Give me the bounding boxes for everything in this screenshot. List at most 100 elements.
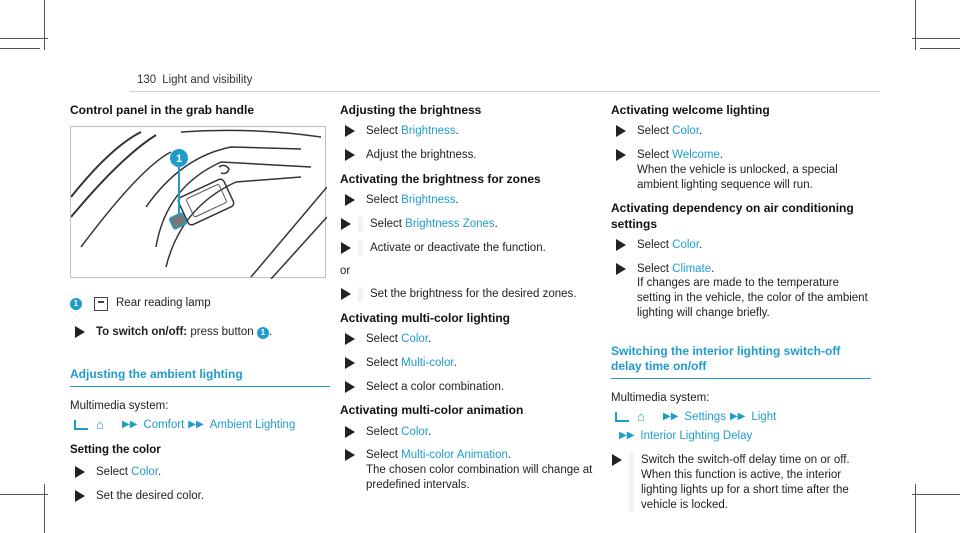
step-arrow-icon <box>75 466 85 479</box>
heading-climate: Activating dependency on air conditionin… <box>611 201 854 231</box>
color-link: Color <box>401 425 429 438</box>
step-select-color-2: Select Color. <box>611 238 871 253</box>
home-icon: ⌂ <box>96 417 104 433</box>
grab-handle-drawing: 1 <box>71 129 327 280</box>
step-set-zones: Set the brightness for the desired zones… <box>340 287 600 302</box>
step-arrow-icon <box>345 194 355 207</box>
column-2: Adjusting the brightness Select Brightne… <box>340 103 600 502</box>
menu-settings: Settings <box>684 410 726 423</box>
crop-mark <box>0 48 40 49</box>
reading-lamp-icon <box>94 296 108 311</box>
crop-mark <box>44 0 45 50</box>
step-text: Select <box>366 449 398 462</box>
step-arrow-icon <box>75 326 85 339</box>
step-text: Select <box>366 194 398 207</box>
step-arrow-icon <box>345 333 355 346</box>
step-arrow-icon <box>345 449 355 462</box>
path-hook-icon <box>615 412 629 423</box>
step-text: Select <box>637 125 669 138</box>
brightness-zones-link: Brightness Zones <box>405 217 495 230</box>
step-text: Select <box>96 466 128 479</box>
menu-ambient-lighting: Ambient Lighting <box>209 418 296 431</box>
step-text: Set the brightness for the desired zones… <box>370 288 577 301</box>
brightness-link: Brightness <box>401 125 456 138</box>
step-text: Set the desired color. <box>96 490 205 503</box>
color-link: Color <box>401 333 429 346</box>
callout-badge: 1 <box>256 327 269 340</box>
crop-mark <box>912 38 960 39</box>
step-arrow-icon <box>341 217 351 230</box>
step-select-combination: Select a color combination. <box>340 380 600 395</box>
welcome-description: When the vehicle is unlocked, a special … <box>637 163 838 191</box>
step-arrow-icon <box>341 288 351 301</box>
step-select-color: Select Color. <box>611 124 871 139</box>
step-arrow-icon <box>75 490 85 503</box>
heading-setting-color: Setting the color <box>70 443 161 456</box>
menu-comfort: Comfort <box>143 418 185 431</box>
step-text: Select <box>637 238 669 251</box>
animation-link: Multi-color Animation <box>401 449 508 462</box>
crop-mark <box>915 0 916 50</box>
path-hook-icon <box>74 420 88 431</box>
welcome-link: Welcome <box>672 149 720 162</box>
step-arrow-icon <box>616 238 626 251</box>
step-select-brightness-2: Select Brightness. <box>340 193 600 208</box>
legend-rear-reading-lamp: 1 Rear reading lamp <box>70 296 330 311</box>
step-text: Adjust the brightness. <box>366 149 477 162</box>
step-arrow-icon <box>345 125 355 138</box>
step-select-color: Select Color. <box>70 465 330 480</box>
multicolor-link: Multi-color <box>401 356 454 369</box>
menu-path: ⌂ ▶▶ Comfort ▶▶ Ambient Lighting <box>70 418 330 433</box>
step-arrow-icon <box>345 149 355 162</box>
chevron-double-icon: ▶▶ <box>663 410 679 422</box>
step-switch-on-off: To switch on/off: press button 1. <box>70 325 330 340</box>
animation-description: The chosen color combination will change… <box>366 464 593 491</box>
crop-mark <box>920 48 960 49</box>
step-arrow-icon <box>616 262 626 275</box>
heading-adjusting-brightness: Adjusting the brightness <box>340 103 482 117</box>
step-text: Switch the switch-off delay time on or o… <box>641 454 850 511</box>
step-select-color: Select Color. <box>340 332 600 347</box>
color-link: Color <box>672 238 700 251</box>
step-arrow-icon <box>341 241 351 254</box>
or-text: or <box>340 265 351 278</box>
step-text: Select <box>637 149 669 162</box>
step-switch-delay: Switch the switch-off delay time on or o… <box>611 453 871 513</box>
grab-handle-illustration: 1 <box>70 126 327 280</box>
step-arrow-icon <box>612 454 622 467</box>
step-arrow-icon <box>616 125 626 138</box>
step-text: Select <box>366 356 398 369</box>
section-ambient-lighting: Adjusting the ambient lighting <box>70 367 330 388</box>
step-activate-function: Activate or deactivate the function. <box>340 240 600 256</box>
svg-text:1: 1 <box>176 153 182 165</box>
step-text: Select a color combination. <box>366 380 505 393</box>
step-arrow-icon <box>345 425 355 438</box>
step-arrow-icon <box>345 380 355 393</box>
step-arrow-icon <box>616 149 626 162</box>
climate-link: Climate <box>672 262 712 275</box>
step-adjust-brightness: Adjust the brightness. <box>340 148 600 163</box>
heading-control-panel: Control panel in the grab handle <box>70 103 255 117</box>
menu-interior-lighting-delay: Interior Lighting Delay <box>640 429 753 442</box>
step-text: Select <box>370 217 402 230</box>
header-rule <box>130 91 880 92</box>
heading-multicolor: Activating multi-color lighting <box>340 310 510 325</box>
step-label: To switch on/off: <box>96 326 188 339</box>
multimedia-label: Multimedia system: <box>70 400 169 413</box>
crop-mark <box>912 494 960 495</box>
heading-welcome: Activating welcome lighting <box>611 103 770 117</box>
chevron-double-icon: ▶▶ <box>729 410 746 422</box>
step-select-climate: Select Climate. If changes are made to t… <box>611 262 871 321</box>
step-text: press button <box>190 326 254 339</box>
chevron-double-icon: ▶▶ <box>188 418 204 430</box>
menu-light: Light <box>751 410 777 423</box>
heading-animation: Activating multi-color animation <box>340 403 524 418</box>
multimedia-label: Multimedia system: <box>611 392 710 405</box>
page-number: 130 <box>137 74 157 86</box>
step-arrow-icon <box>345 356 355 369</box>
crop-mark <box>915 484 916 533</box>
callout-badge: 1 <box>70 297 82 310</box>
color-link: Color <box>131 466 159 479</box>
crop-mark <box>0 38 48 39</box>
